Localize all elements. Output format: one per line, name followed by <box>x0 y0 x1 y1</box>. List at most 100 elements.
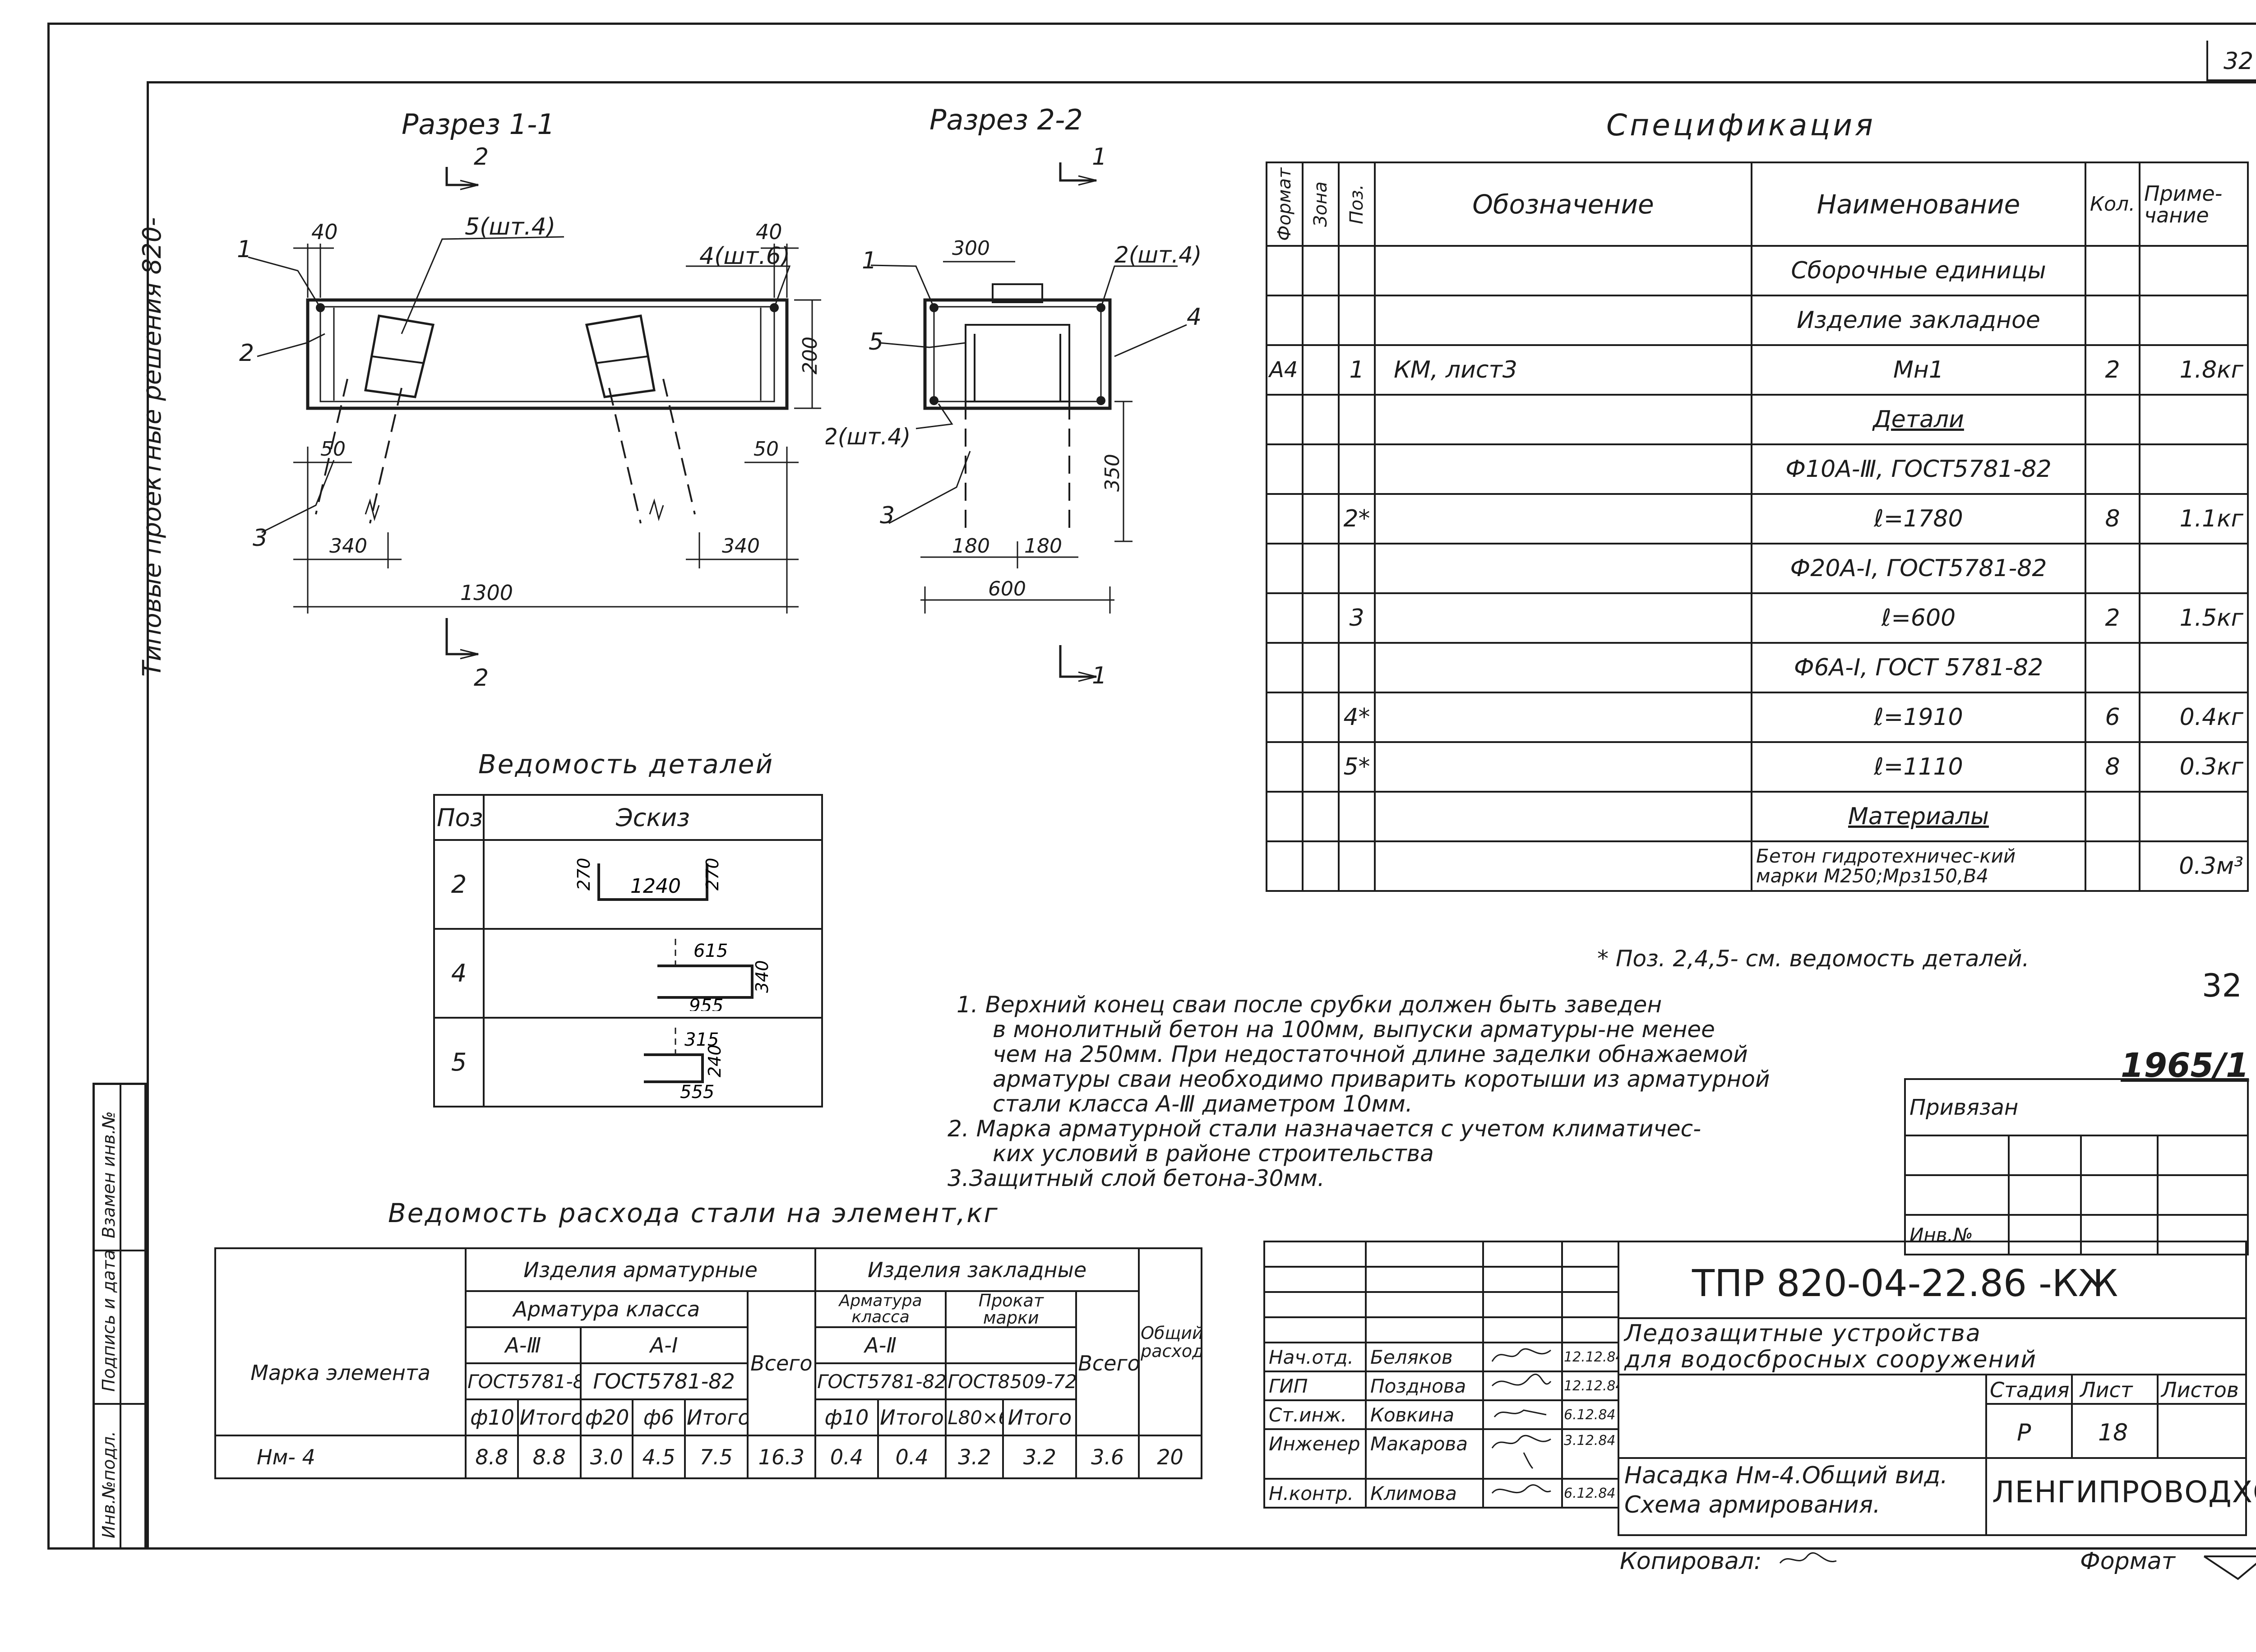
s1-dim-50b: 50 <box>754 438 779 461</box>
titleblock-divider <box>2157 1374 2159 1457</box>
spec-h-qty: Кол. <box>2085 162 2140 247</box>
steel-h-roll-gost: ГОСТ8509-72 <box>945 1362 1077 1400</box>
steel-h-rebar: Изделия арматурные <box>465 1247 817 1292</box>
spec-r5-name: ℓ=1110 <box>1751 741 2086 793</box>
sk4-a: 615 <box>693 941 728 961</box>
signer-role: Нач.отд. <box>1263 1342 1367 1372</box>
spec-steel-2: Ф20А-I, ГОСТ5781-82 <box>1751 543 2086 594</box>
spec-h-note: Приме-чание <box>2139 162 2249 247</box>
inner-frame <box>147 81 2256 1550</box>
spec-r1-format: А4 <box>1266 344 1304 396</box>
note-line-6: 2. Марка арматурной стали назначается с … <box>948 1116 1701 1142</box>
spec-r6-note: 0.3м³ <box>2139 840 2249 892</box>
spec-r4-pos: 4* <box>1338 692 1376 743</box>
steel-cell: 0.4 <box>877 1435 947 1479</box>
s1-dim-40a: 40 <box>311 220 338 244</box>
note-line-1: 1. Верхний конец сваи после срубки долже… <box>957 992 1662 1018</box>
sk5-c: 555 <box>680 1082 714 1100</box>
sheet-header: Лист <box>2080 1378 2133 1402</box>
signer-name: Беляков <box>1365 1342 1484 1372</box>
s2-dim-600: 600 <box>988 577 1026 600</box>
copied-by: Копировал: <box>1620 1548 1762 1575</box>
details-h-pos: Поз. <box>433 794 485 841</box>
steel-h-emb-tot: Итого <box>877 1398 947 1436</box>
signer-date: 6.12.84 <box>1561 1478 1619 1509</box>
side-stamp-sign: Подпись и дата <box>99 1250 119 1392</box>
spec-steel-1: Ф10А-Ⅲ, ГОСТ5781-82 <box>1751 443 2086 495</box>
s2-dim-350: 350 <box>1101 454 1124 492</box>
spec-r2-name: ℓ=1780 <box>1751 493 2086 545</box>
s2-dim-180b: 180 <box>1024 535 1062 558</box>
organization: ЛЕНГИПРОВОДХОЗ <box>1992 1475 2256 1509</box>
s2-label-5: 5 <box>869 328 883 355</box>
steel-h-gost-1: ГОСТ5781-82 <box>465 1362 582 1400</box>
project-title-2: для водосбросных сооружений <box>1624 1346 2037 1373</box>
s2-dim-300: 300 <box>952 237 990 260</box>
steel-cell: 3.0 <box>579 1435 634 1479</box>
details-title: Ведомость деталей <box>478 749 774 780</box>
signatures-table: Нач.отд. Беляков 12.12.84 ГИП Позднова 1… <box>1263 1241 1619 1509</box>
steel-h-total-2: Всего <box>1075 1290 1140 1436</box>
steel-h-grand: Общий расход <box>1138 1247 1202 1436</box>
details-r3-pos: 5 <box>433 1017 485 1107</box>
sheet-number: 32 <box>2224 48 2254 75</box>
details-r3-sketch: 315 240 555 <box>483 1017 823 1107</box>
spec-r4-qty: 6 <box>2085 692 2140 743</box>
s1-dim-200: 200 <box>799 337 821 374</box>
signer-role: Инженер <box>1263 1428 1367 1480</box>
s2-dim-180a: 180 <box>952 535 990 558</box>
spec-details: Детали <box>1751 394 2086 445</box>
format-label: Формат <box>2080 1548 2175 1575</box>
format-mark <box>2203 1555 2256 1580</box>
details-h-sketch: Эскиз <box>483 794 823 841</box>
sheets-header: Листов <box>2161 1378 2239 1402</box>
steel-h-f6: ф6 <box>632 1398 686 1436</box>
steel-h-a3: А-Ⅲ <box>465 1326 582 1364</box>
s2-cut-bottom: 1 <box>1092 662 1107 689</box>
sk2-c: 270 <box>703 858 722 891</box>
s1-label-2: 2 <box>239 340 254 367</box>
spec-r3-qty: 2 <box>2085 592 2140 644</box>
titleblock-divider <box>1985 1403 2247 1405</box>
spec-r5-pos: 5* <box>1338 741 1376 793</box>
s1-dim-340a: 340 <box>329 535 367 558</box>
binding-label: Привязан <box>1904 1078 2249 1136</box>
section-2-title: Разрез 2-2 <box>929 103 1083 136</box>
spec-steel-3: Ф6А-I, ГОСТ 5781-82 <box>1751 642 2086 693</box>
titleblock-divider <box>1985 1374 1987 1536</box>
s1-label-3: 3 <box>253 525 268 552</box>
steel-h-rebar-class: Арматура класса <box>465 1290 749 1328</box>
binding-stamp: Привязан Инв.№ <box>1904 1078 2249 1255</box>
project-title-1: Ледозащитные устройства <box>1624 1320 1981 1347</box>
steel-h-tot-2: Итого <box>684 1398 749 1436</box>
signer-date: 3.12.84 <box>1561 1428 1619 1480</box>
steel-h-roll: Прокат марки <box>945 1290 1077 1328</box>
s1-cut-bottom: 2 <box>474 664 489 692</box>
sk4-c: 955 <box>689 996 723 1011</box>
inv-number-label: Инв.№ <box>1904 1214 2010 1255</box>
sk4-b: 340 <box>752 960 772 993</box>
spec-r4-name: ℓ=1910 <box>1751 692 2086 743</box>
album-number: 1965/1 <box>2121 1046 2249 1085</box>
signature <box>1482 1428 1563 1480</box>
stage-value: Р <box>2017 1419 2031 1446</box>
bar-sketch-4: 615 340 955 <box>657 939 772 1016</box>
s2-label-2a: 2(шт.4) <box>826 424 911 450</box>
spec-r3-name: ℓ=600 <box>1751 592 2086 644</box>
steel-cell: 16.3 <box>746 1435 817 1479</box>
sk2-a: 270 <box>574 858 594 891</box>
sheet-value: 18 <box>2098 1419 2128 1446</box>
signer-name: Макарова <box>1365 1428 1484 1480</box>
spec-r3-note: 1.5кг <box>2139 592 2249 644</box>
s2-label-4: 4 <box>1187 304 1202 331</box>
spec-r3-pos: 3 <box>1338 592 1376 644</box>
signer-role: ГИП <box>1263 1371 1367 1401</box>
sheet-number-box <box>2206 41 2256 81</box>
note-line-8: 3.Защитный слой бетона-30мм. <box>948 1165 1325 1191</box>
section-1-drawing: 2 2 1 2 <box>237 144 821 692</box>
spec-footnote: * Поз. 2,4,5- см. ведомость деталей. <box>1597 946 2029 972</box>
signature <box>1482 1342 1563 1372</box>
steel-cell: 7.5 <box>684 1435 749 1479</box>
note-line-5: стали класса А-Ⅲ диаметром 10мм. <box>993 1091 1413 1117</box>
